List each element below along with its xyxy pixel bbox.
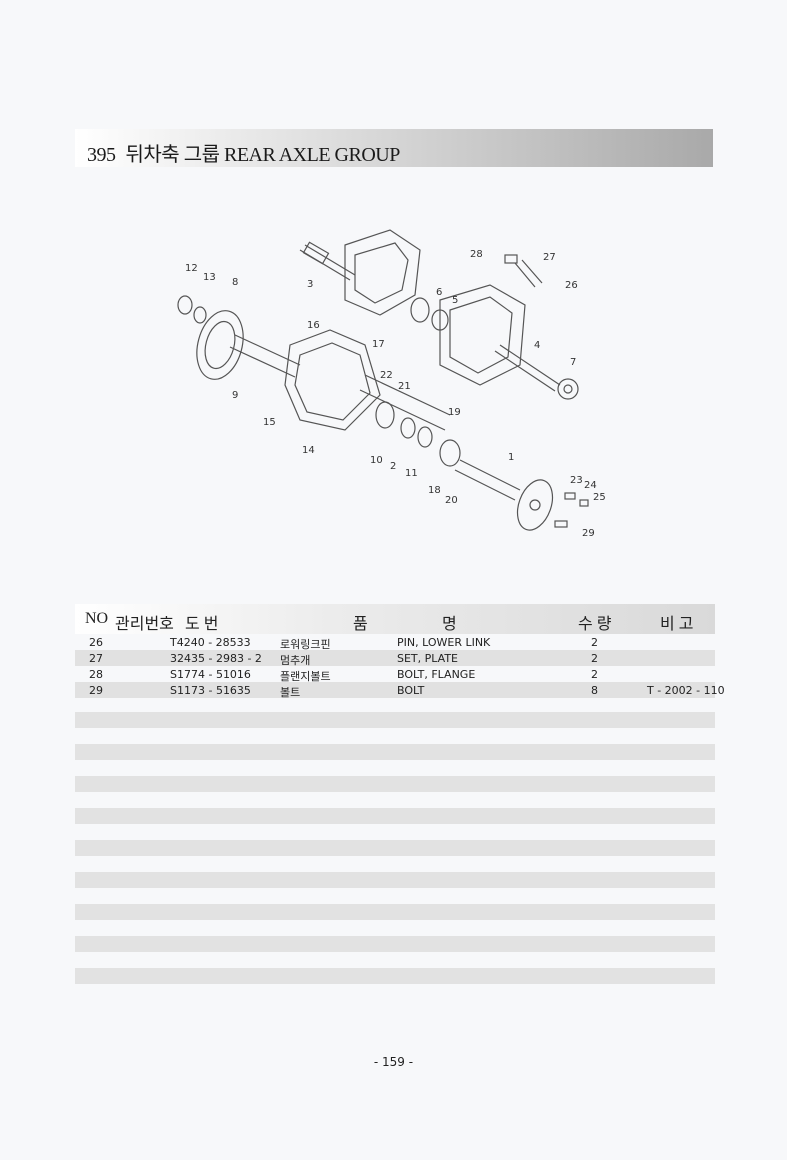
callout-label: 6 <box>436 287 442 298</box>
row-qty: 8 <box>591 684 598 697</box>
page-number: - 159 - <box>373 1055 414 1069</box>
row-no: 26 <box>89 636 103 649</box>
callout-label: 4 <box>534 340 540 351</box>
row-name-en: BOLT <box>397 684 425 697</box>
table-row: 26 T4240 - 28533 로워링크핀 PIN, LOWER LINK 2 <box>75 634 715 651</box>
empty-row <box>75 872 715 888</box>
row-name-kr: 볼트 <box>280 686 301 699</box>
callout-label: 14 <box>302 445 315 456</box>
row-qty: 2 <box>591 668 598 681</box>
parts-drawing: 28 27 26 3 6 5 12 13 8 16 17 4 7 22 21 9… <box>177 229 606 539</box>
row-part-number: T4240 - 28533 <box>170 636 251 649</box>
row-name-en: SET, PLATE <box>397 652 458 665</box>
callout-label: 19 <box>448 407 461 418</box>
col-qty: 수 량 <box>578 616 612 633</box>
empty-table-rows <box>75 712 715 984</box>
table-row: 28 S1774 - 51016 플랜지볼트 BOLT, FLANGE 2 <box>75 666 715 683</box>
row-name-kr: 플랜지볼트 <box>280 670 331 683</box>
callout-label: 18 <box>428 485 441 496</box>
callout-label: 17 <box>372 339 385 350</box>
callout-label: 9 <box>232 390 238 401</box>
empty-row <box>75 904 715 920</box>
callout-label: 20 <box>445 495 458 506</box>
row-part-number: 32435 - 2983 - 2 <box>170 652 262 665</box>
callout-label: 10 <box>370 455 383 466</box>
callout-label: 1 <box>508 452 514 463</box>
row-name-en: BOLT, FLANGE <box>397 668 476 681</box>
col-remark: 비 고 <box>660 616 694 633</box>
empty-row <box>75 776 715 792</box>
row-no: 28 <box>89 668 103 681</box>
row-part-number: S1173 - 51635 <box>170 684 251 697</box>
callout-label: 22 <box>380 370 393 381</box>
row-name-en: PIN, LOWER LINK <box>397 636 491 649</box>
callout-label: 29 <box>582 528 595 539</box>
parts-table: NO 관리번호 도 번 품 명 수 량 비 고 26 T4240 - 28533… <box>75 604 725 1000</box>
row-name-kr: 멈추개 <box>280 654 311 667</box>
callout-label: 5 <box>452 295 458 306</box>
empty-row <box>75 712 715 728</box>
row-qty: 2 <box>591 636 598 649</box>
row-remark: T - 2002 - 110 <box>647 684 725 697</box>
col-mgmt: 관리번호 <box>115 616 174 633</box>
section-number: 395 <box>87 144 116 166</box>
empty-row <box>75 840 715 856</box>
empty-row <box>75 936 715 952</box>
table-row: 27 32435 - 2983 - 2 멈추개 SET, PLATE 2 <box>75 650 715 667</box>
callout-label: 7 <box>570 357 576 368</box>
callout-label: 21 <box>398 381 411 392</box>
exploded-parts-diagram: 28 27 26 3 6 5 12 13 8 16 17 4 7 22 21 9… <box>150 225 630 555</box>
col-name-2: 명 <box>442 616 457 633</box>
empty-row <box>75 968 715 984</box>
col-no: NO <box>85 610 109 627</box>
col-drawing: 도 번 <box>185 616 219 633</box>
callout-label: 26 <box>565 280 578 291</box>
row-qty: 2 <box>591 652 598 665</box>
empty-row <box>75 744 715 760</box>
page-title: 395 뒤차축 그룹 REAR AXLE GROUP <box>87 138 400 167</box>
col-name-1: 품 <box>353 616 368 633</box>
callout-label: 8 <box>232 277 238 288</box>
section-title: 뒤차축 그룹 REAR AXLE GROUP <box>125 144 401 166</box>
table-header: NO 관리번호 도 번 품 명 수 량 비 고 <box>75 604 715 634</box>
callout-label: 23 <box>570 475 583 486</box>
callout-label: 2 <box>390 461 396 472</box>
callout-label: 27 <box>543 252 556 263</box>
callout-label: 24 <box>584 480 597 491</box>
callout-label: 13 <box>203 272 216 283</box>
row-part-number: S1774 - 51016 <box>170 668 251 681</box>
row-no: 29 <box>89 684 103 697</box>
callout-label: 25 <box>593 492 606 503</box>
callout-label: 3 <box>307 279 313 290</box>
callout-label: 28 <box>470 249 483 260</box>
callout-label: 11 <box>405 468 418 479</box>
row-name-kr: 로워링크핀 <box>280 638 331 651</box>
section-header: 395 뒤차축 그룹 REAR AXLE GROUP <box>75 129 713 167</box>
callout-label: 12 <box>185 263 198 274</box>
callout-label: 15 <box>263 417 276 428</box>
empty-row <box>75 808 715 824</box>
callout-label: 16 <box>307 320 320 331</box>
table-row: 29 S1173 - 51635 볼트 BOLT 8 T - 2002 - 11… <box>75 682 725 699</box>
row-no: 27 <box>89 652 103 665</box>
